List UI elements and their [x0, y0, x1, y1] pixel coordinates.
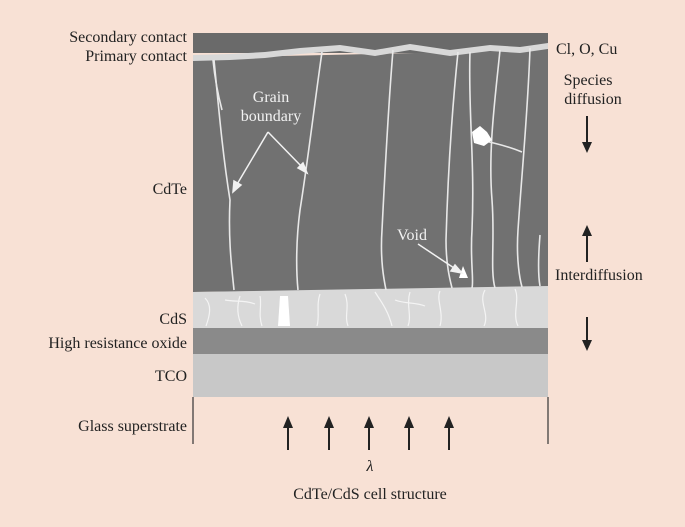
label-cds: CdS	[159, 311, 187, 328]
light-arrows	[283, 416, 454, 450]
void-upper	[472, 126, 492, 146]
label-species-diffusion-1: Species	[563, 72, 613, 89]
primary-contact-layer	[193, 43, 548, 61]
label-lambda: λ	[366, 458, 374, 475]
cds-grain-boundaries	[204, 288, 519, 327]
cdte-layer	[193, 50, 548, 292]
cds-layer	[193, 286, 548, 328]
label-primary-contact: Primary contact	[85, 48, 187, 65]
glass-superstrate-outline	[192, 397, 549, 444]
void-pointer	[417, 243, 464, 275]
void-cds	[278, 296, 290, 326]
grain-boundaries	[212, 47, 541, 291]
label-grain-boundary-1: Grain	[252, 89, 290, 106]
caption: CdTe/CdS cell structure	[293, 486, 447, 503]
void-lower	[459, 266, 468, 278]
species-diffusion-down-arrow	[582, 116, 592, 153]
tco-layer	[193, 354, 548, 397]
label-high-resistance-oxide: High resistance oxide	[48, 335, 187, 352]
label-void: Void	[397, 227, 427, 244]
label-tco: TCO	[155, 368, 187, 385]
label-glass-superstrate: Glass superstrate	[78, 418, 187, 435]
diffusion-arrows	[582, 116, 592, 351]
label-cdte: CdTe	[152, 181, 187, 198]
label-species: Cl, O, Cu	[556, 41, 618, 58]
grain-boundary-pointers	[232, 131, 309, 194]
label-species-diffusion-2: diffusion	[564, 91, 622, 108]
secondary-contact-layer	[193, 33, 548, 53]
interdiffusion-up-arrow	[582, 225, 592, 262]
label-secondary-contact: Secondary contact	[69, 29, 187, 46]
label-grain-boundary-2: boundary	[240, 108, 302, 125]
label-interdiffusion: Interdiffusion	[555, 267, 643, 284]
interdiffusion-down-arrow	[582, 317, 592, 351]
high-resistance-oxide-layer	[193, 328, 548, 354]
